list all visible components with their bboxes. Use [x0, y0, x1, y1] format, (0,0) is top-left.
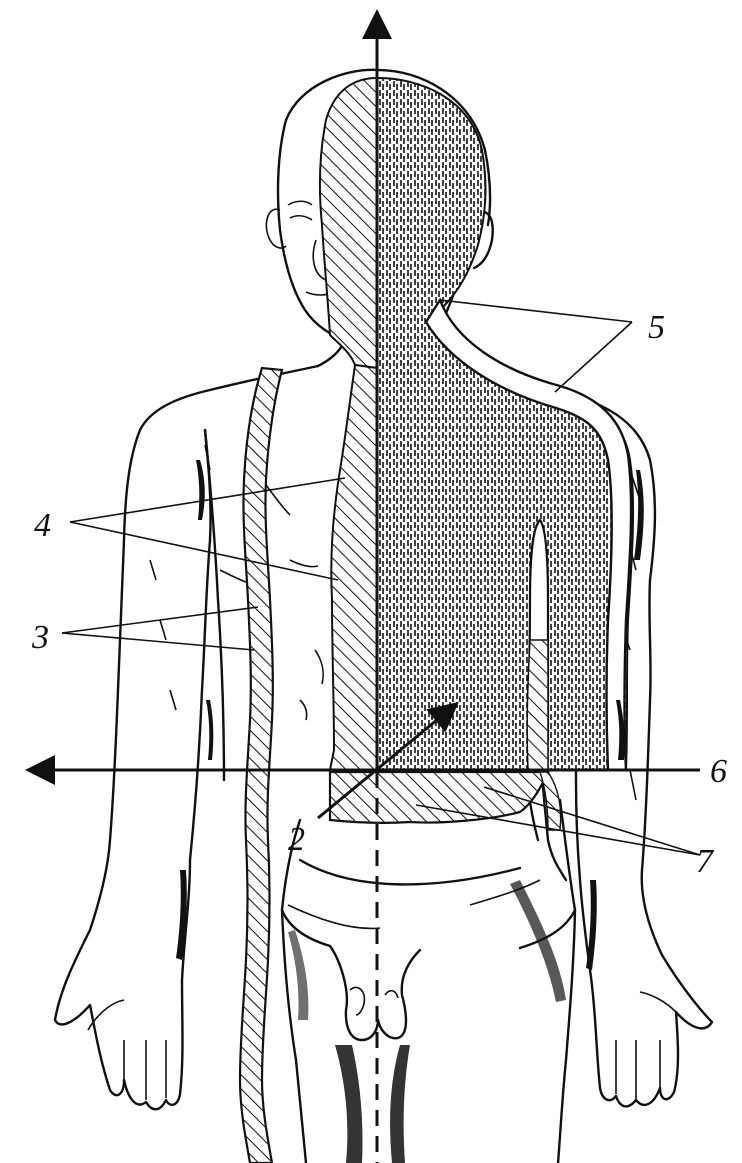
label-4: 4 — [34, 507, 51, 544]
label-6: 6 — [710, 753, 727, 790]
label-2: 2 — [288, 821, 305, 858]
sagittal-plane-head-hatch — [320, 78, 377, 368]
label-7: 7 — [696, 843, 715, 880]
label-5: 5 — [648, 309, 665, 346]
label-3: 3 — [31, 619, 49, 656]
grid-slit-hatch — [527, 640, 548, 770]
